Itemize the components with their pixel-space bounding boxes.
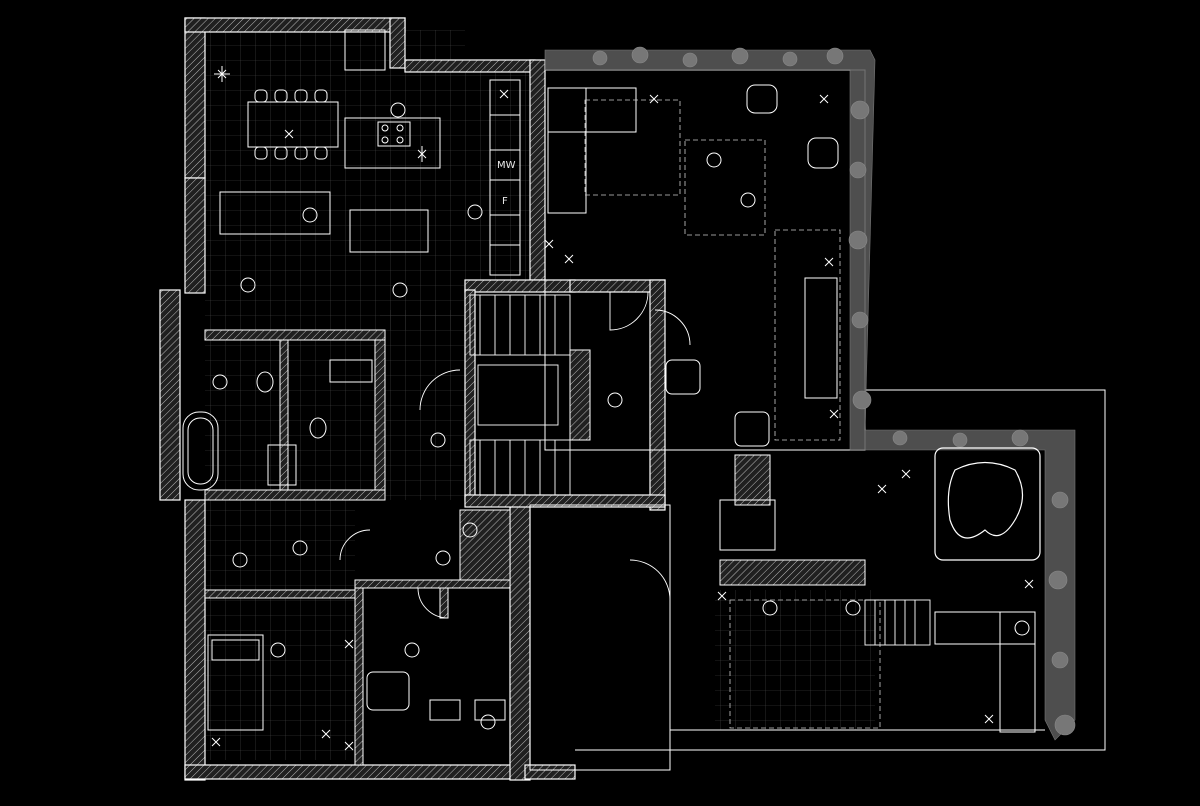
sink-icon xyxy=(267,359,506,721)
person-icon xyxy=(212,102,1030,730)
floor-grid xyxy=(205,30,875,760)
sofa-icon xyxy=(219,87,1036,733)
door-swing xyxy=(339,291,691,619)
kitchen-island xyxy=(344,117,441,169)
kitchen xyxy=(344,29,521,276)
interior-walls xyxy=(204,329,866,766)
microwave-label: MW xyxy=(497,160,516,171)
armchair-icon xyxy=(366,84,839,711)
plant-icon xyxy=(211,66,1034,751)
bed-icon xyxy=(207,634,264,731)
jacuzzi-icon xyxy=(934,447,1041,561)
rug-outline xyxy=(584,99,881,729)
fridge-label: F xyxy=(502,196,508,207)
toilet-icon xyxy=(256,371,327,439)
plant-icon xyxy=(544,46,1076,741)
stair-icon xyxy=(469,294,931,646)
bathtub-icon xyxy=(182,411,219,491)
dining-table-icon xyxy=(247,89,339,160)
exterior-walls xyxy=(159,17,666,781)
cooktop-icon xyxy=(377,121,411,147)
